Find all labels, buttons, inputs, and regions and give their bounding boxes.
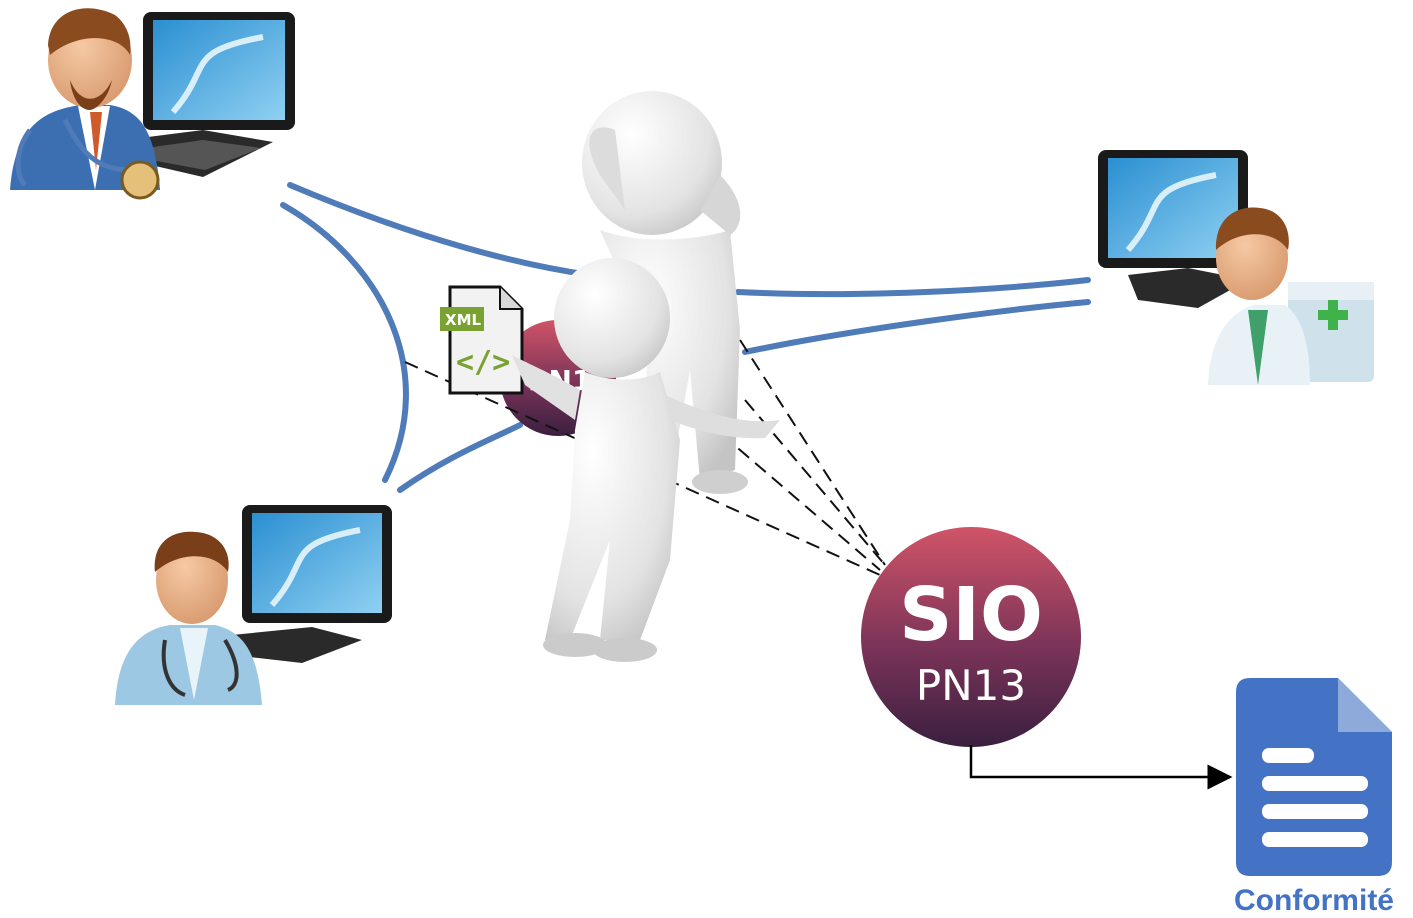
computer-monitor-icon xyxy=(232,505,392,663)
badge-subtitle: PN13 xyxy=(916,661,1026,710)
computer-monitor-icon xyxy=(138,12,295,177)
doctor-top-left xyxy=(10,8,295,200)
dashed-link-2 xyxy=(739,339,886,566)
pharmacist-right xyxy=(1098,150,1374,385)
doctor-bottom-left xyxy=(115,505,392,705)
document-icon xyxy=(1236,678,1392,876)
doctor-with-stethoscope-icon xyxy=(10,8,160,200)
conformite-label: Conformité xyxy=(1234,884,1394,917)
xml-tag-label: XML xyxy=(445,311,481,329)
conformite-document: Conformité xyxy=(1234,678,1394,917)
dashed-links xyxy=(404,339,886,576)
pharmacist-icon xyxy=(1208,207,1374,385)
network-links xyxy=(280,182,1091,493)
link-doctor-arc xyxy=(280,202,409,483)
link-to-pharmacist-1 xyxy=(735,277,1091,298)
link-bottom-doctor-to-center xyxy=(397,422,523,493)
link-to-pharmacist-2 xyxy=(742,299,1091,355)
sio-pn13-badge: SIO PN13 xyxy=(861,527,1081,747)
confused-person-front-icon xyxy=(512,258,780,662)
computer-monitor-icon xyxy=(1098,150,1248,308)
arrow-to-conformite xyxy=(969,745,1233,790)
dashed-link-4 xyxy=(704,419,881,571)
link-doctor-to-right xyxy=(287,182,593,278)
xml-file-icon: XML </> xyxy=(440,285,524,395)
xml-code-glyph: </> xyxy=(456,345,510,380)
badge-title: SIO xyxy=(899,572,1043,658)
medical-staff-icon xyxy=(115,531,262,705)
dashed-link-3 xyxy=(744,399,886,566)
